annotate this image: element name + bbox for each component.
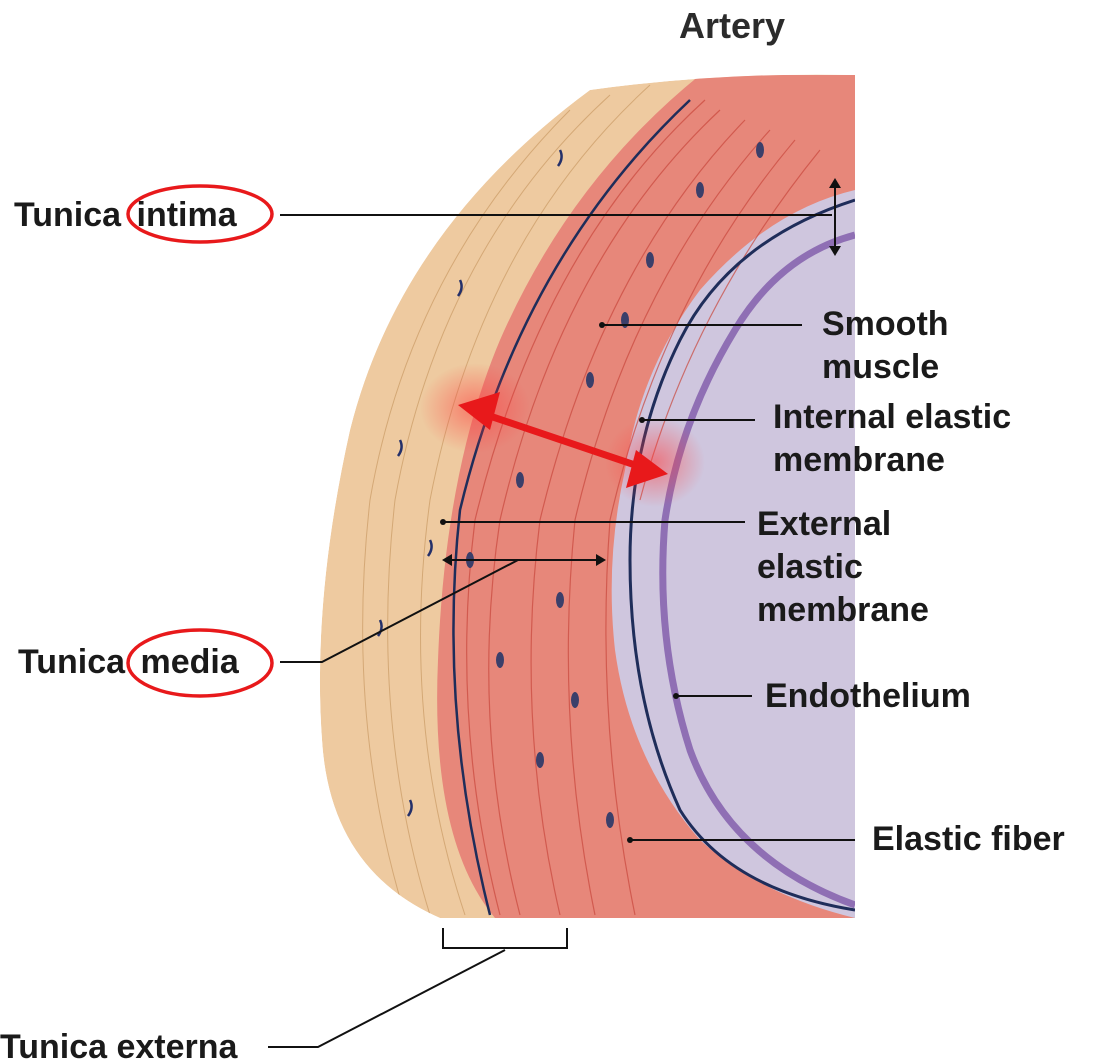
- label-external-elastic-line3: membrane: [757, 591, 929, 629]
- label-tunica-externa: Tunica externa: [0, 1028, 239, 1061]
- label-smooth-muscle-line1: Smooth: [822, 305, 949, 343]
- label-tunica-intima-prefix: Tunica: [14, 196, 122, 234]
- label-tunica-media-prefix: Tunica: [18, 643, 126, 681]
- externa-bracket: [443, 928, 567, 948]
- label-endothelium: Endothelium: [765, 677, 971, 715]
- label-external-elastic-line1: External: [757, 505, 891, 543]
- label-smooth-muscle-line2: muscle: [822, 348, 939, 386]
- label-tunica-media: media: [141, 643, 240, 681]
- leader-dot-elastic-fiber: [627, 837, 633, 843]
- leader-tunica-externa: [268, 950, 505, 1047]
- label-internal-elastic-line1: Internal elastic: [773, 398, 1011, 436]
- diagram-title: Artery: [679, 5, 785, 46]
- leader-dot-endothelium: [673, 693, 679, 699]
- label-tunica-intima: intima: [137, 196, 238, 234]
- label-external-elastic-line2: elastic: [757, 548, 863, 586]
- leader-dot-internal-elastic: [639, 417, 645, 423]
- svg-text:Tunica intima: Tunica intima: [14, 196, 238, 234]
- leader-dot-external-elastic: [440, 519, 446, 525]
- label-internal-elastic-line2: membrane: [773, 441, 945, 479]
- artery-wall-illustration: [320, 75, 855, 918]
- label-elastic-fiber: Elastic fiber: [872, 820, 1065, 858]
- leader-dot-smooth-muscle: [599, 322, 605, 328]
